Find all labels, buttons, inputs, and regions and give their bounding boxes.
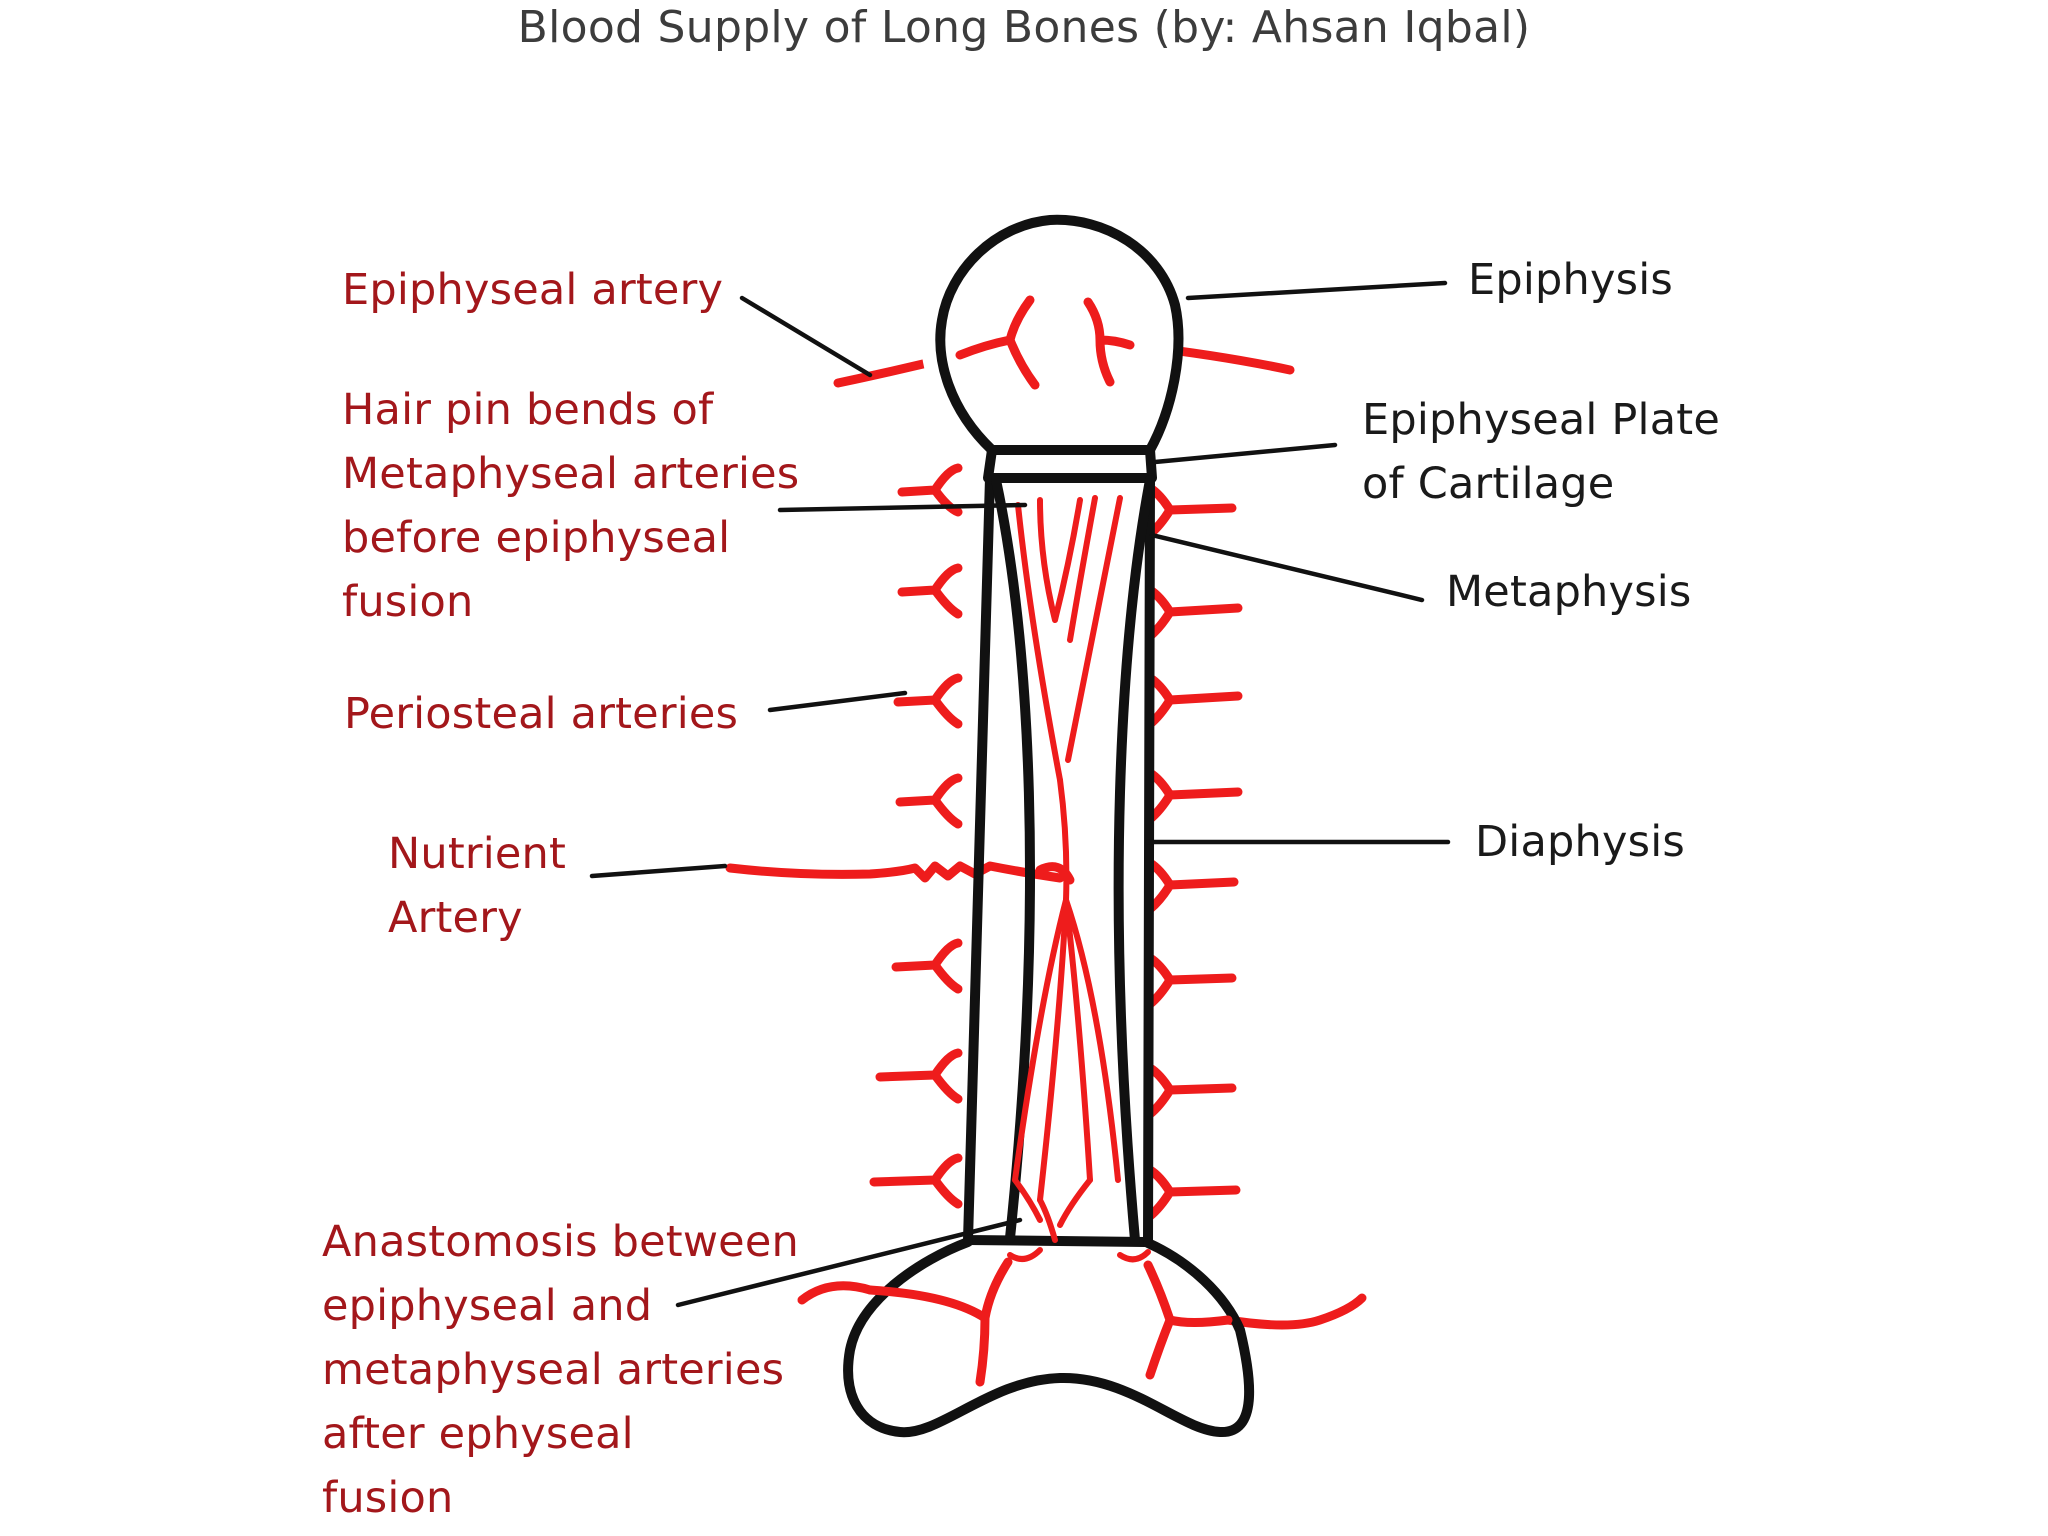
leader-anastomosis	[675, 1217, 1023, 1308]
diagram-title: Blood Supply of Long Bones (by: Ahsan Iq…	[517, 2, 1531, 53]
label-periosteal-arteries: Periosteal arteries	[344, 682, 738, 746]
label-metaphysis-text: Metaphysis	[1446, 567, 1692, 617]
label-diaphysis-text: Diaphysis	[1475, 817, 1685, 867]
label-nutrient-line-2: Artery	[388, 893, 523, 943]
leader-nutrient	[589, 863, 728, 879]
metaphysis-inner-right	[1113, 475, 1155, 1245]
leader-metaphysis	[1149, 532, 1425, 603]
nutrient-artery-vessel	[725, 861, 1065, 883]
label-epiphyseal-artery: Epiphyseal artery	[342, 258, 723, 322]
label-epiphyseal-plate: Epiphyseal Plate of Cartilage	[1362, 388, 1720, 516]
distal-epiphyseal-vessel-right	[1223, 1293, 1367, 1330]
anastomosis-vessels	[865, 1177, 1233, 1387]
label-anastomosis: Anastomosis between epiphyseal and metap…	[322, 1210, 799, 1530]
label-hairpin-bends: Hair pin bends of Metaphyseal arteries b…	[342, 378, 799, 634]
label-hairpin-line-2: Metaphyseal arteries	[342, 449, 800, 499]
label-hairpin-line-4: fusion	[342, 577, 474, 627]
distal-epiphyseal-vessel-left	[797, 1281, 875, 1305]
label-plate-line-2: of Cartilage	[1362, 459, 1615, 509]
leader-periosteal	[767, 690, 908, 713]
label-anastomosis-line-2: epiphyseal and	[322, 1281, 653, 1331]
leader-epiphyseal-artery	[739, 295, 873, 378]
label-anastomosis-line-4: after ephyseal	[322, 1409, 634, 1459]
distal-epiphysis-outline	[843, 1237, 1255, 1438]
label-anastomosis-line-1: Anastomosis between	[322, 1217, 799, 1267]
nutrient-branches	[1012, 777, 1121, 1203]
label-metaphysis: Metaphysis	[1446, 560, 1692, 624]
hairpin-bends	[1015, 495, 1123, 783]
epiphyseal-branches-inside	[955, 295, 1135, 390]
periosteal-arteries-left	[869, 463, 963, 1209]
label-plate-line-1: Epiphyseal Plate	[1362, 395, 1720, 445]
label-epiphyseal-artery-text: Epiphyseal artery	[342, 265, 724, 315]
leader-lines	[589, 280, 1451, 1308]
label-anastomosis-line-3: metaphyseal arteries	[322, 1345, 785, 1395]
periosteal-arteries-right	[1145, 483, 1243, 1221]
label-hairpin-line-3: before epiphyseal	[342, 513, 731, 563]
label-periosteal-text: Periosteal arteries	[344, 689, 739, 739]
leader-hairpin	[777, 502, 1028, 513]
leader-epiphysis	[1185, 280, 1448, 301]
long-bone-outline	[843, 214, 1255, 1438]
metaphysis-inner-left	[991, 475, 1035, 1243]
label-epiphysis: Epiphysis	[1468, 248, 1673, 312]
label-hairpin-line-1: Hair pin bends of	[342, 385, 714, 435]
label-anastomosis-line-5: fusion	[322, 1473, 454, 1523]
leader-plate	[1152, 442, 1338, 465]
label-nutrient-artery: Nutrient Artery	[388, 822, 566, 950]
label-diaphysis: Diaphysis	[1475, 810, 1685, 874]
label-epiphysis-text: Epiphysis	[1468, 255, 1673, 305]
proximal-epiphysis-outline	[935, 214, 1184, 455]
label-nutrient-line-1: Nutrient	[388, 829, 567, 879]
